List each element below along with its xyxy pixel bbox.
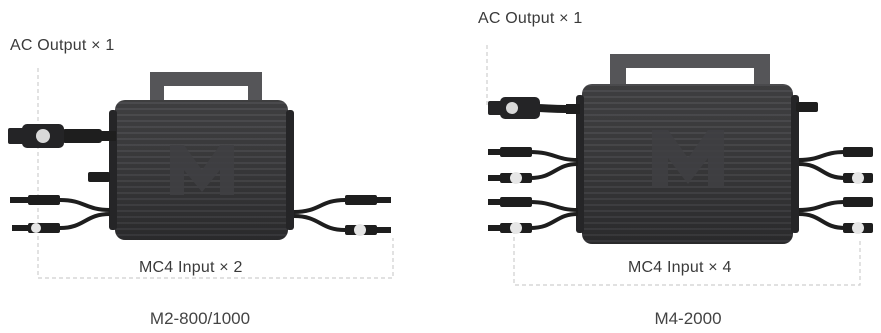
m4-left-input-pair-2 bbox=[488, 197, 579, 234]
m4-ac-output-label: AC Output × 1 bbox=[478, 10, 583, 27]
m2-ac-output-connector bbox=[8, 124, 116, 148]
m4-mounting-handle bbox=[610, 54, 770, 84]
m4-ac-output-connector bbox=[488, 97, 580, 119]
m2-mc4-input-label: MC4 Input × 2 bbox=[139, 259, 243, 276]
m4-right-input-pair-2 bbox=[798, 197, 873, 234]
m4-mc4-input-label: MC4 Input × 4 bbox=[628, 259, 732, 276]
m2-ac-output-label: AC Output × 1 bbox=[10, 37, 115, 54]
m2-dashed-bracket bbox=[37, 68, 394, 279]
m2-model-name: M2-800/1000 bbox=[149, 309, 251, 328]
m2-inverter bbox=[8, 68, 394, 279]
m2-mounting-handle bbox=[150, 72, 262, 100]
m2-logo-icon bbox=[170, 145, 234, 195]
m4-model-name: M4-2000 bbox=[654, 309, 722, 328]
m4-right-input-pair-1 bbox=[798, 147, 873, 184]
m4-inverter bbox=[486, 45, 873, 286]
m4-left-input-pair-1 bbox=[488, 147, 579, 184]
m2-left-input-pair bbox=[10, 195, 111, 233]
m2-right-input-pair bbox=[293, 195, 391, 236]
m4-logo-icon bbox=[652, 130, 724, 188]
